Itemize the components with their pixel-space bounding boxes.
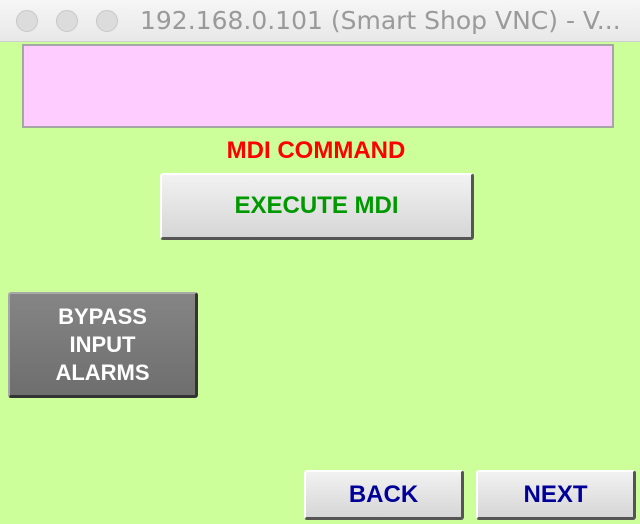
bypass-input-alarms-button[interactable]: BYPASS INPUT ALARMS [8,292,198,398]
bypass-label-line-3: ALARMS [55,359,150,385]
mdi-command-label: MDI COMMAND [226,137,406,164]
window-title: 192.168.0.101 (Smart Shop VNC) - V... [140,6,621,35]
zoom-window-button[interactable] [96,10,118,32]
next-button[interactable]: NEXT [476,470,636,520]
hmi-screen: MDI COMMAND EXECUTE MDI BYPASS INPUT ALA… [0,42,640,524]
bypass-label-line-1: BYPASS [58,303,147,329]
bypass-label-line-2: INPUT [69,331,136,357]
title-bar: 192.168.0.101 (Smart Shop VNC) - V... [0,0,640,42]
close-window-button[interactable] [16,10,38,32]
back-button[interactable]: BACK [304,470,464,520]
mdi-command-input[interactable] [22,44,614,128]
execute-mdi-button[interactable]: EXECUTE MDI [160,173,474,240]
minimize-window-button[interactable] [56,10,78,32]
